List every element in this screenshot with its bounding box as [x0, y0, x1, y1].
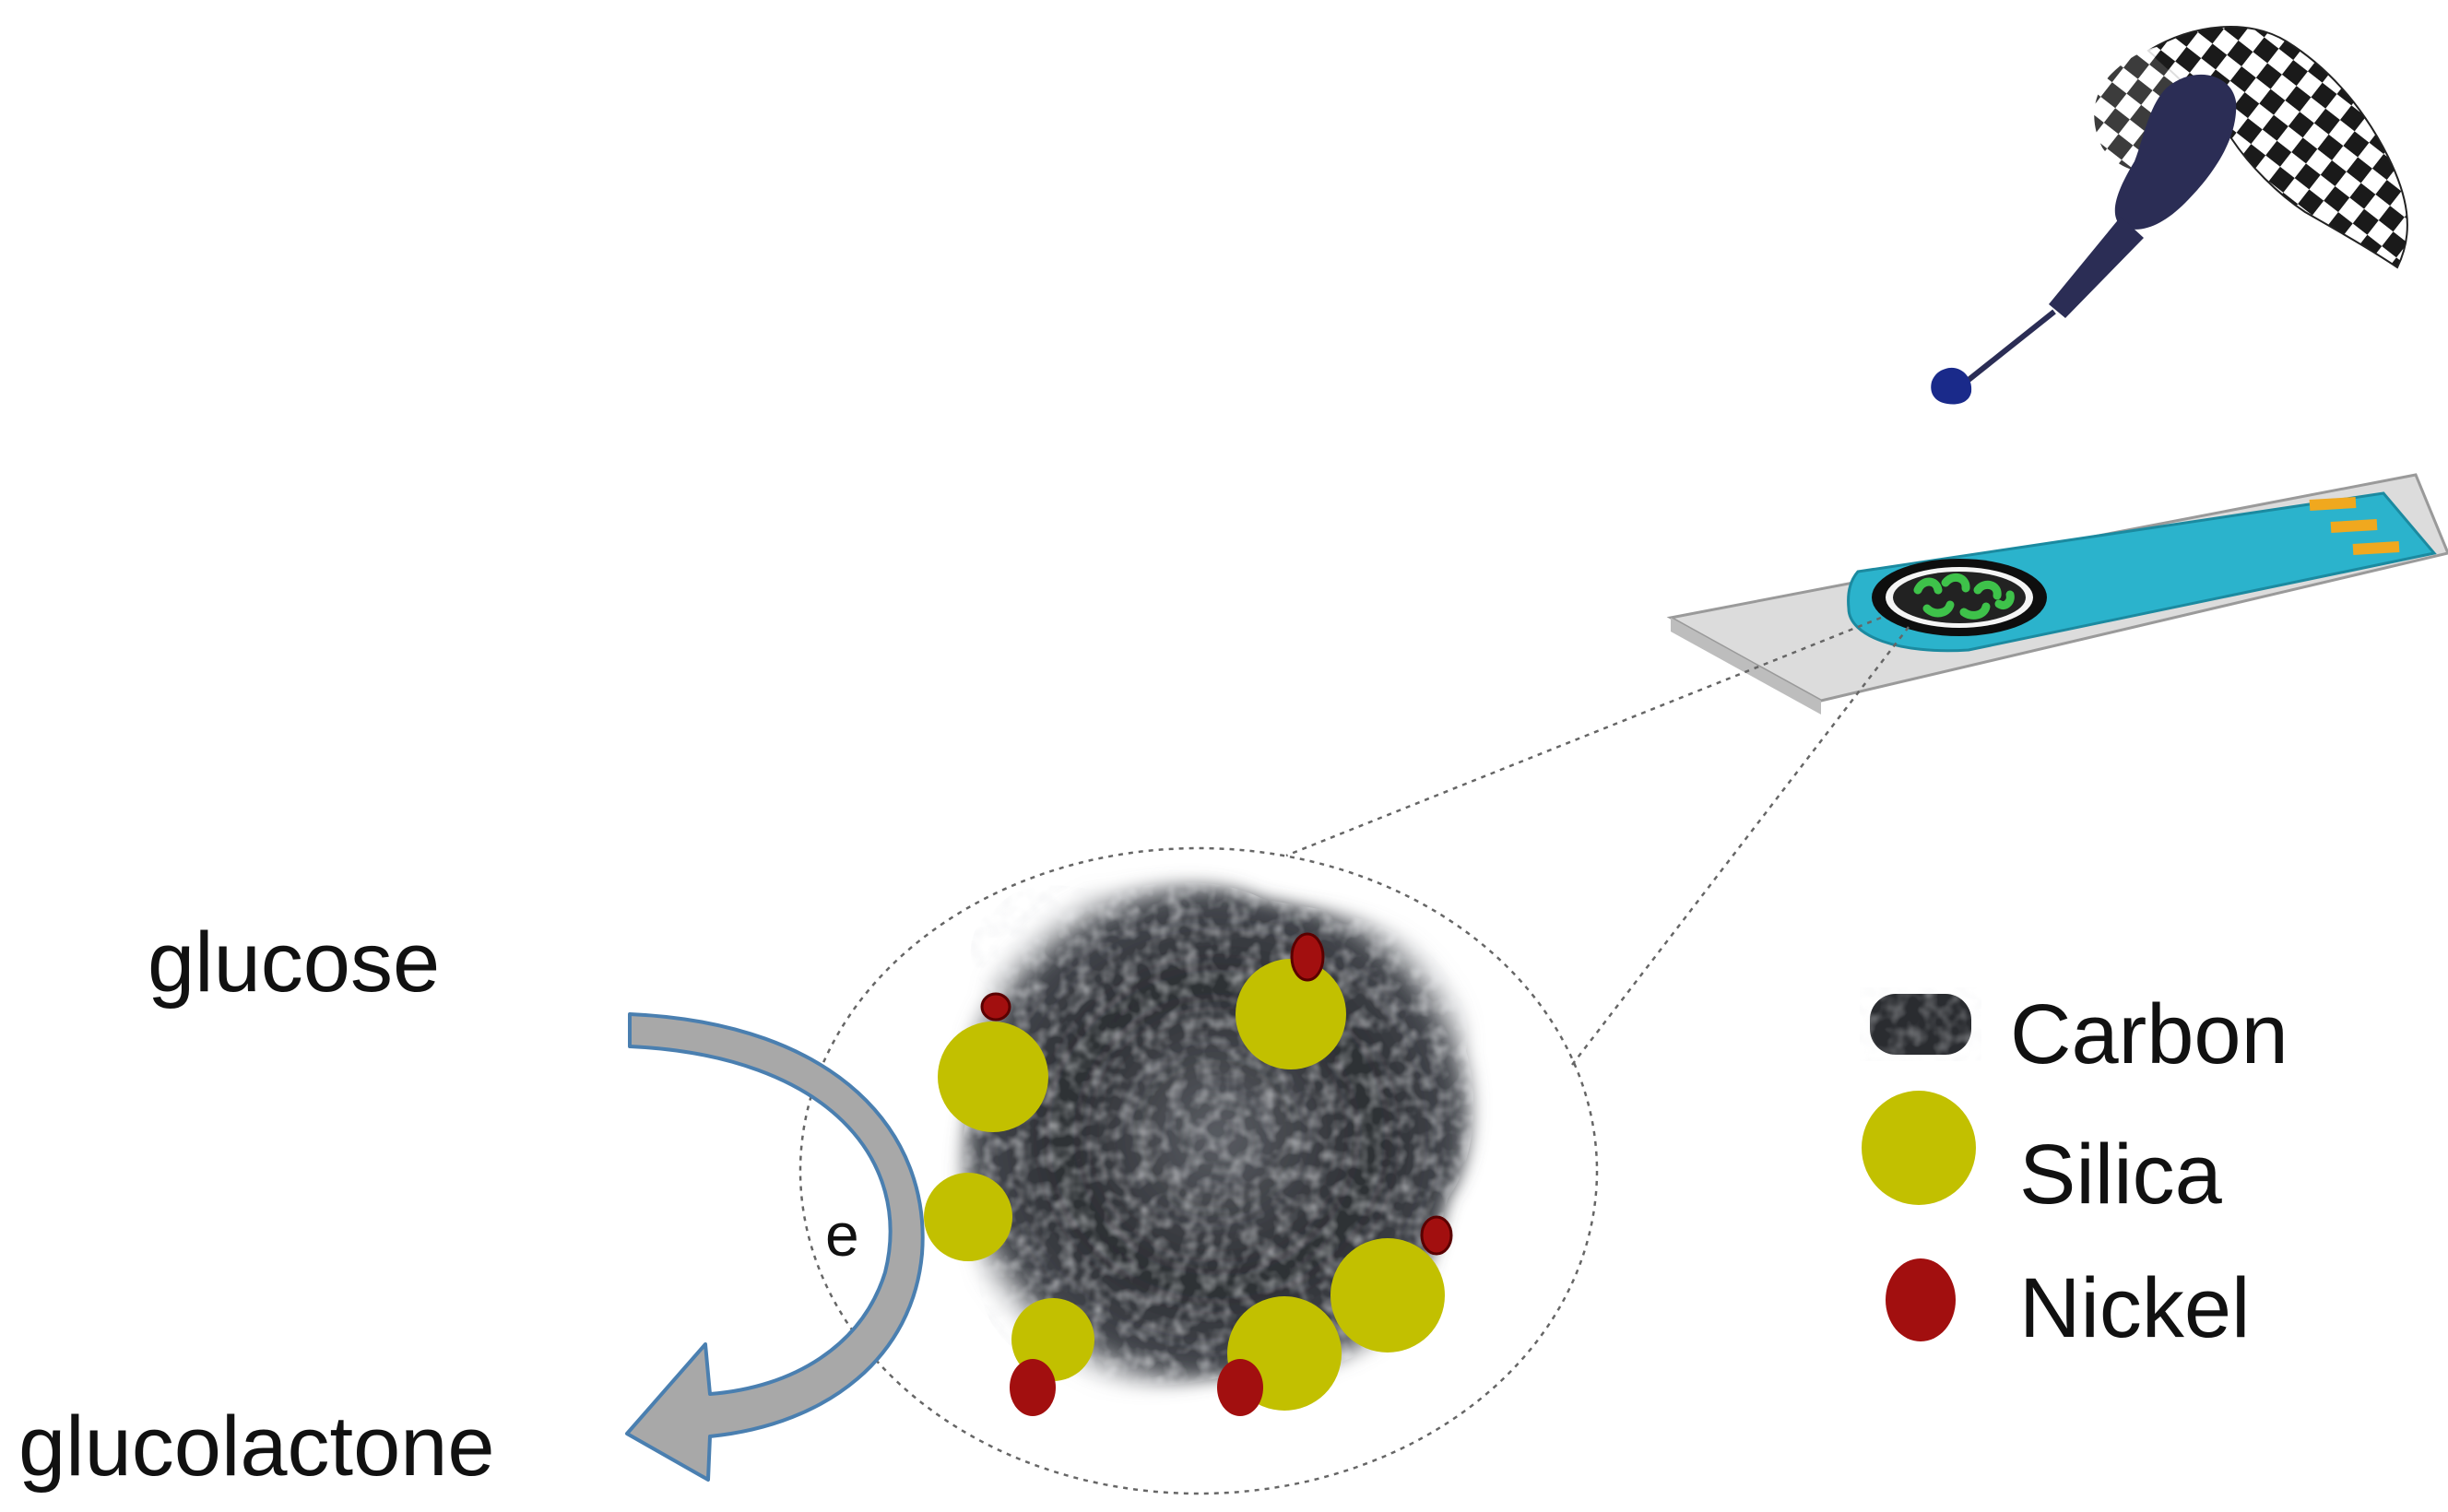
legend-label-silica: Silica: [2019, 1128, 2223, 1222]
nickel-particle: [1010, 1359, 1056, 1416]
test-strip-icon: [1666, 473, 2448, 715]
legend-label-nickel: Nickel: [2019, 1261, 2250, 1355]
nickel-particle: [1290, 932, 1325, 982]
nickel-particles: [980, 932, 1453, 1416]
magnified-view-circle: [798, 846, 1599, 1495]
nickel-particle: [1420, 1215, 1453, 1256]
legend-item-carbon: Carbon: [1870, 987, 2288, 1081]
legend-label-carbon: Carbon: [2010, 987, 2288, 1081]
nickel-particle: [980, 992, 1011, 1022]
zoom-guide-lines: [1285, 616, 1910, 1066]
silica-sphere: [924, 1173, 1012, 1261]
electron-label: e: [825, 1200, 859, 1269]
silica-spheres: [924, 959, 1445, 1411]
silica-sphere: [1236, 959, 1346, 1069]
legend: Carbon Silica Nickel: [1862, 987, 2288, 1355]
silica-sphere: [938, 1022, 1048, 1132]
reaction-arrow: [625, 1012, 925, 1482]
nickel-particle: [1217, 1359, 1263, 1416]
silica-sphere: [1330, 1238, 1445, 1353]
glucose-label: glucose: [148, 915, 440, 1010]
glucolactone-label: glucolactone: [18, 1400, 495, 1494]
blood-drop-icon: [1931, 367, 1972, 405]
silica-sphere-icon: [1862, 1091, 1976, 1205]
lancet-icon: [1967, 26, 2408, 383]
legend-item-silica: Silica: [1862, 1091, 2223, 1222]
legend-item-nickel: Nickel: [1886, 1258, 2250, 1355]
nickel-particle-icon: [1886, 1258, 1956, 1341]
